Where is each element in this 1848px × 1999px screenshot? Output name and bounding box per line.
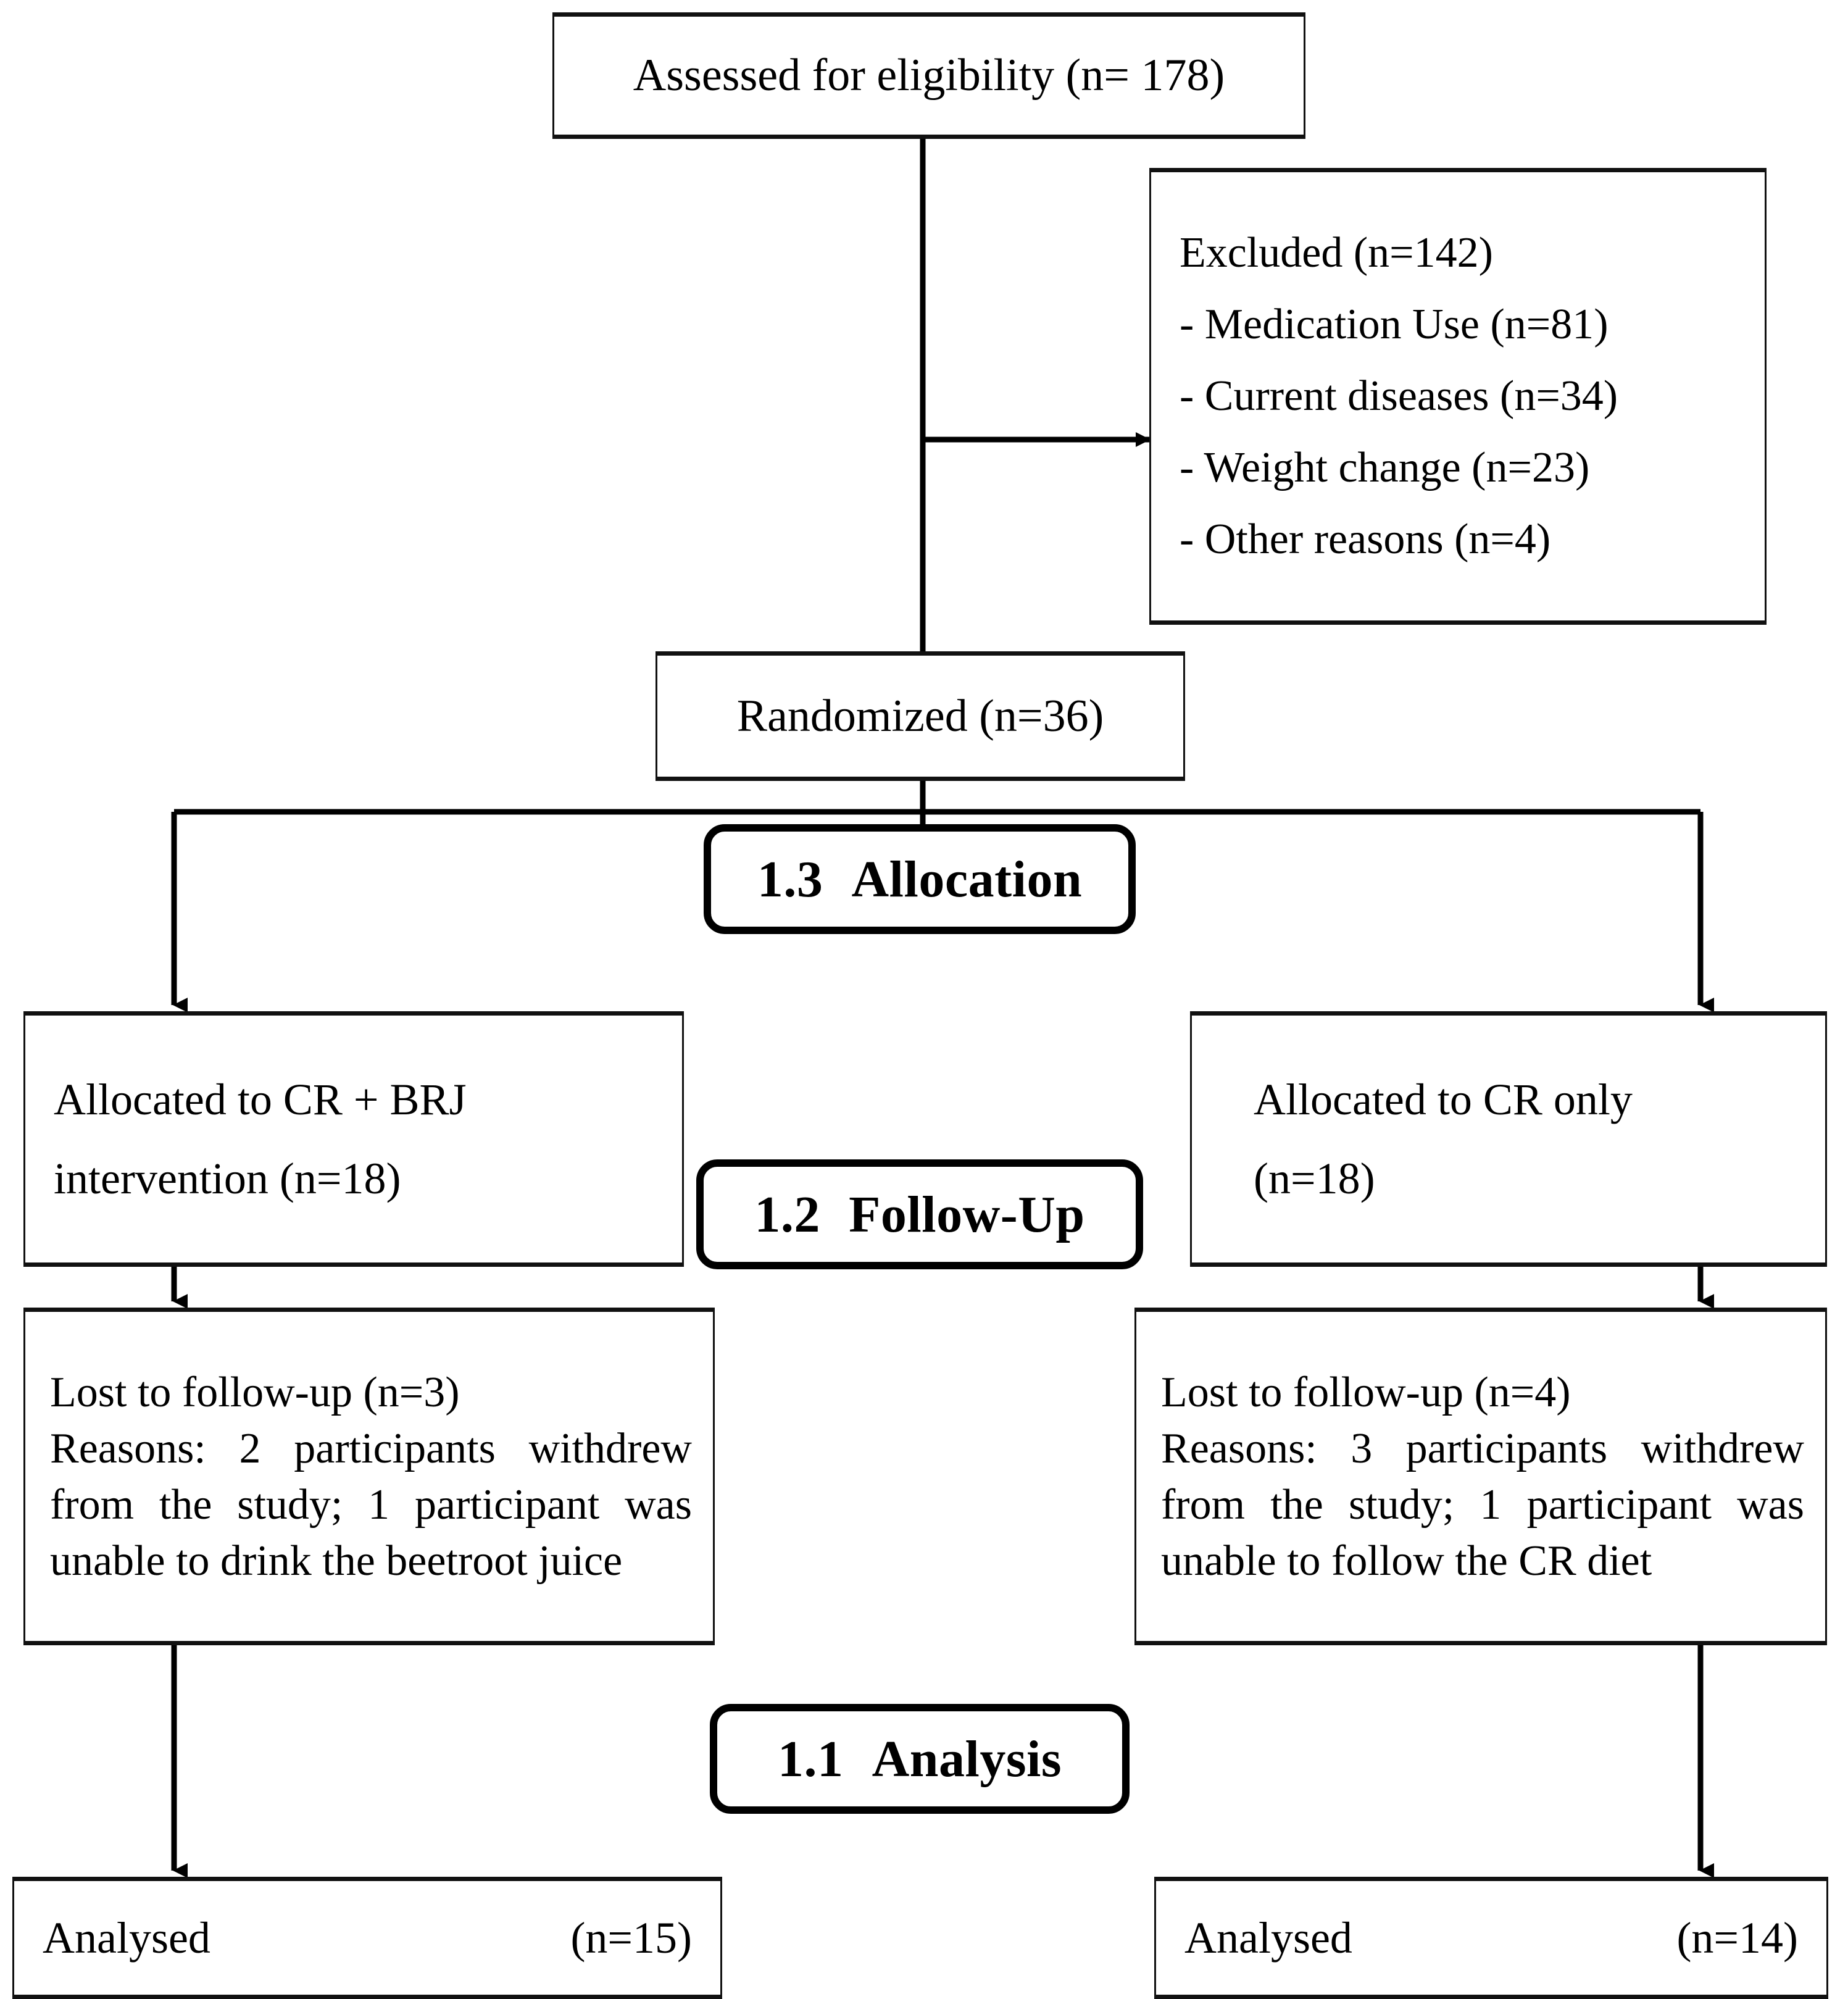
stage-allocation-number: 1.3 bbox=[757, 850, 823, 908]
stage-followup-label: Follow-Up bbox=[849, 1185, 1085, 1243]
node-lost-to-followup-right: Lost to follow-up (n=4) Reasons: 3 parti… bbox=[1134, 1308, 1827, 1645]
excluded-reason-other: - Other reasons (n=4) bbox=[1180, 515, 1551, 563]
stage-analysis-label: Analysis bbox=[872, 1730, 1062, 1788]
followup-left-heading: Lost to follow-up (n=3) bbox=[50, 1368, 460, 1416]
excluded-reason-current-diseases: - Current diseases (n=34) bbox=[1180, 372, 1618, 420]
node-allocated-cr-only: Allocated to CR only (n=18) bbox=[1190, 1011, 1827, 1267]
stage-analysis-number: 1.1 bbox=[777, 1730, 844, 1788]
node-randomized: Randomized (n=36) bbox=[656, 651, 1185, 781]
allocated-left-line2: intervention (n=18) bbox=[54, 1154, 401, 1203]
stage-allocation-label: Allocation bbox=[851, 850, 1083, 908]
excluded-reason-weight-change: - Weight change (n=23) bbox=[1180, 444, 1590, 491]
analysed-left-count: (n=15) bbox=[570, 1913, 692, 1963]
node-assessed-for-eligibility: Assessed for eligibility (n= 178) bbox=[552, 12, 1305, 139]
followup-right-body: Reasons: 3 participants withdrew from th… bbox=[1161, 1424, 1804, 1585]
stage-followup-number: 1.2 bbox=[754, 1185, 820, 1243]
analysed-right-count: (n=14) bbox=[1676, 1913, 1798, 1963]
node-analysed-right: Analysed (n=14) bbox=[1154, 1877, 1828, 1999]
node-analysed-left: Analysed (n=15) bbox=[12, 1877, 722, 1999]
node-allocated-cr-brj: Allocated to CR + BRJ intervention (n=18… bbox=[23, 1011, 684, 1267]
followup-left-body: Reasons: 2 participants withdrew from th… bbox=[50, 1424, 692, 1585]
allocated-right-line2: (n=18) bbox=[1254, 1154, 1375, 1203]
stage-analysis: 1.1 Analysis bbox=[710, 1704, 1130, 1814]
node-excluded: Excluded (n=142) - Medication Use (n=81)… bbox=[1149, 168, 1767, 625]
stage-allocation: 1.3 Allocation bbox=[704, 824, 1136, 934]
analysed-right-label: Analysed bbox=[1184, 1913, 1352, 1963]
excluded-heading: Excluded (n=142) bbox=[1180, 229, 1493, 277]
analysed-left-label: Analysed bbox=[43, 1913, 210, 1963]
excluded-reason-medication: - Medication Use (n=81) bbox=[1180, 301, 1609, 348]
followup-right-heading: Lost to follow-up (n=4) bbox=[1161, 1368, 1571, 1416]
assessed-label: Assessed for eligibility (n= 178) bbox=[633, 50, 1225, 101]
node-lost-to-followup-left: Lost to follow-up (n=3) Reasons: 2 parti… bbox=[23, 1308, 715, 1645]
allocated-left-line1: Allocated to CR + BRJ bbox=[54, 1075, 467, 1124]
allocated-right-line1: Allocated to CR only bbox=[1254, 1075, 1633, 1124]
randomized-label: Randomized (n=36) bbox=[736, 690, 1104, 741]
stage-followup: 1.2 Follow-Up bbox=[696, 1159, 1143, 1269]
